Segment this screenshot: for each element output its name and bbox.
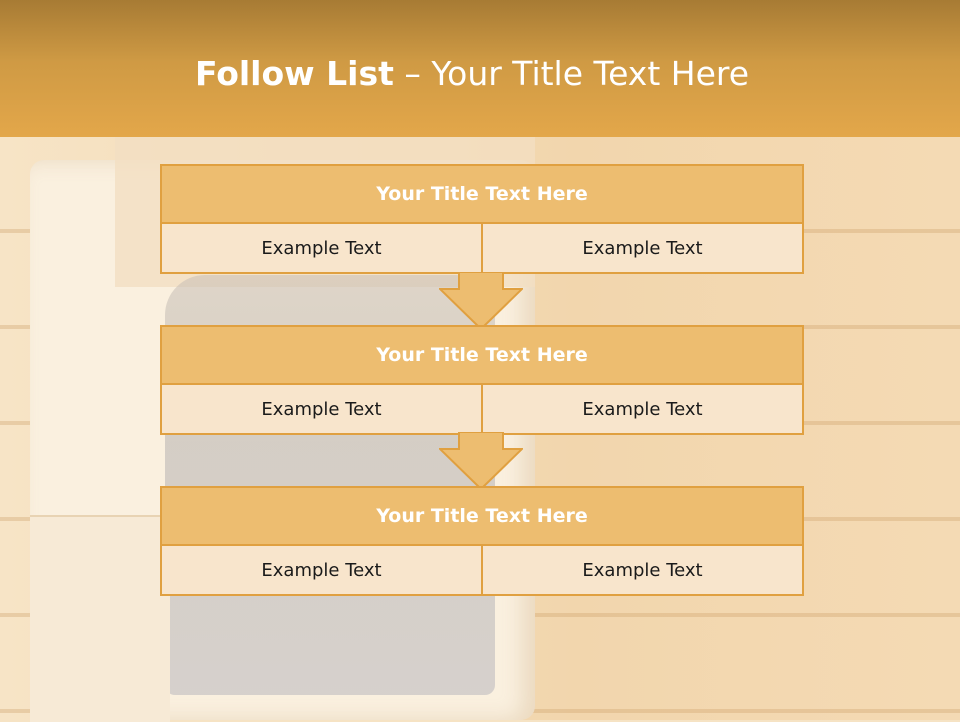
step-1-right-text: Example Text (481, 224, 802, 272)
step-title-1: Your Title Text Here (162, 166, 802, 224)
background-sofa-arm (30, 515, 170, 722)
step-1-left-text: Example Text (162, 224, 481, 272)
slide-title: Follow List – Your Title Text Here (0, 54, 944, 93)
step-title-2: Your Title Text Here (162, 327, 802, 385)
slide-title-rest: – Your Title Text Here (393, 54, 750, 93)
step-2-left-text: Example Text (162, 385, 481, 433)
slide-title-bold: Follow List (194, 54, 394, 93)
step-3-left-text: Example Text (162, 546, 481, 594)
step-row-3: Example Text Example Text (162, 546, 802, 594)
step-row-1: Example Text Example Text (162, 224, 802, 272)
down-arrow-icon (439, 272, 523, 330)
step-box-2: Your Title Text Here Example Text Exampl… (160, 325, 804, 435)
step-box-3: Your Title Text Here Example Text Exampl… (160, 486, 804, 596)
down-arrow-icon (439, 432, 523, 490)
step-2-right-text: Example Text (481, 385, 802, 433)
step-3-right-text: Example Text (481, 546, 802, 594)
step-box-1: Your Title Text Here Example Text Exampl… (160, 164, 804, 274)
title-bar: Follow List – Your Title Text Here (0, 0, 960, 137)
step-title-3: Your Title Text Here (162, 488, 802, 546)
step-row-2: Example Text Example Text (162, 385, 802, 433)
